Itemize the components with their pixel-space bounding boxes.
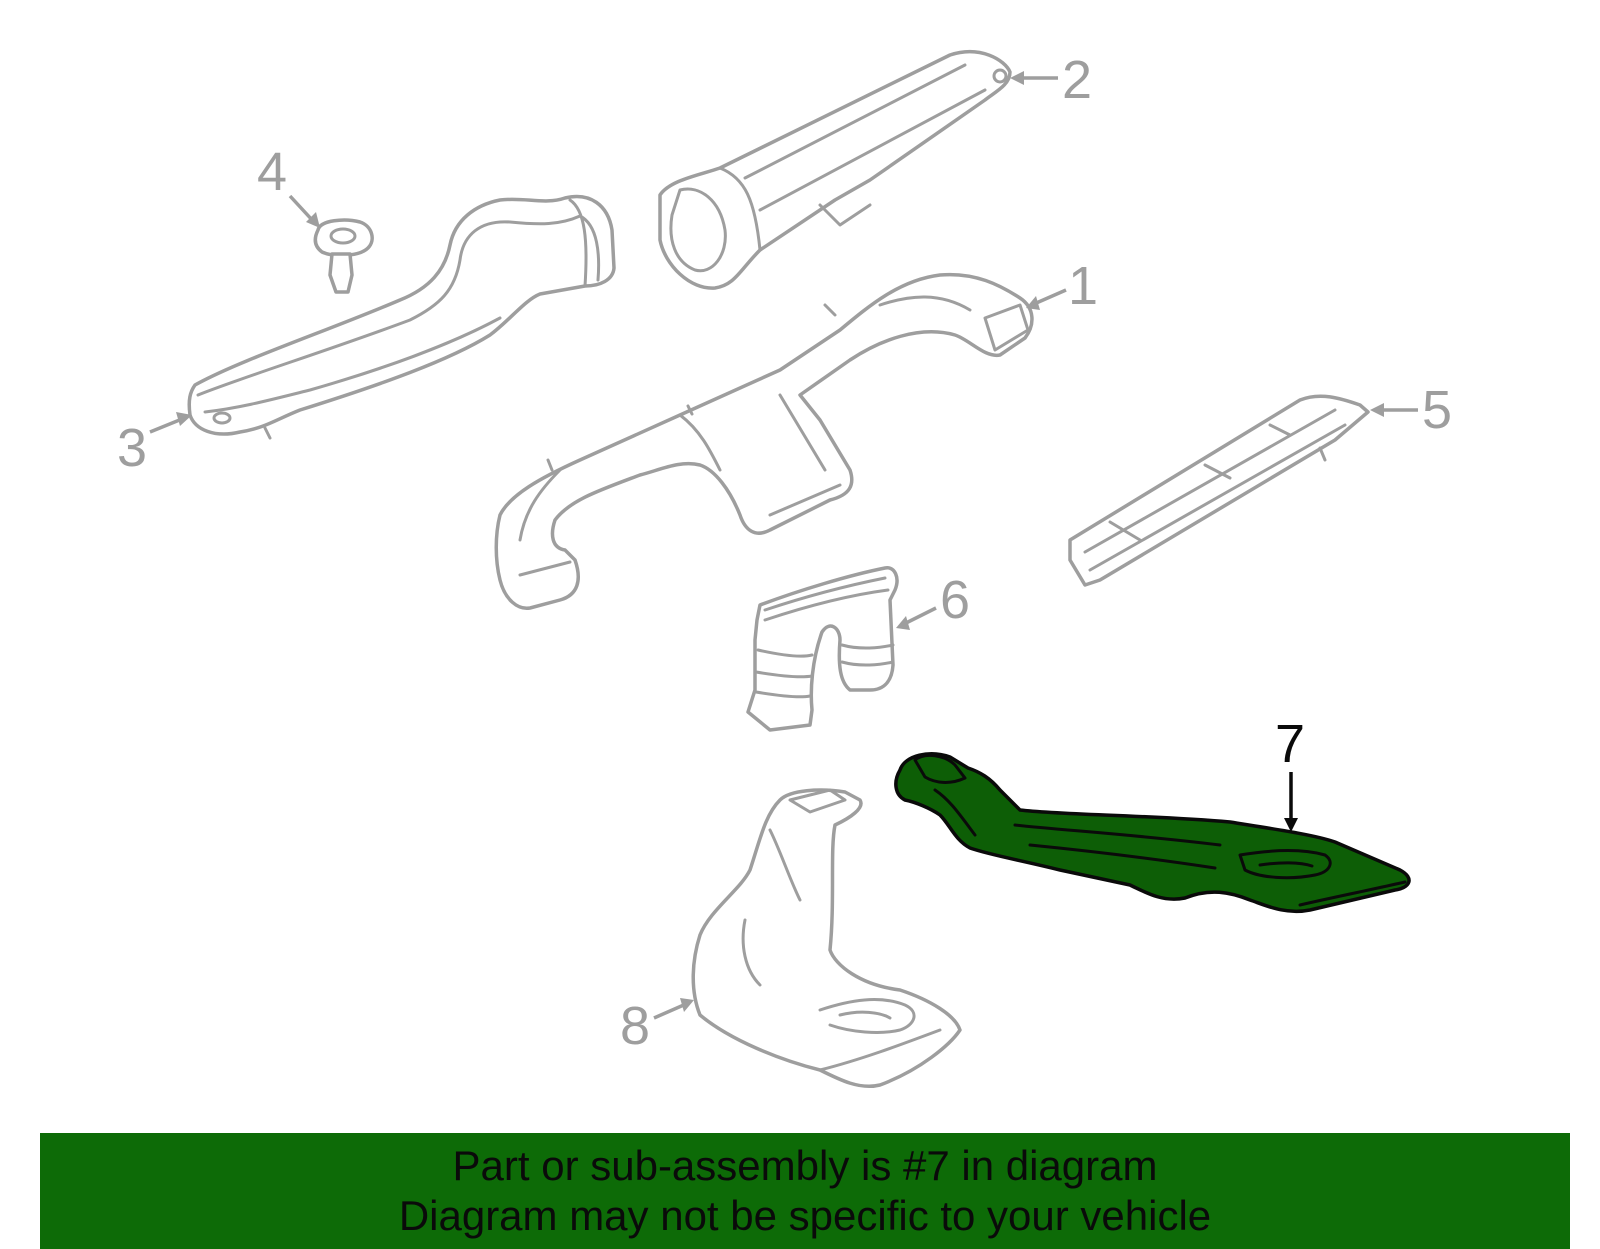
leader-4 <box>288 194 316 224</box>
leader-8 <box>653 1002 687 1020</box>
callout-5[interactable]: 5 <box>1422 380 1452 440</box>
leader-4-arrow <box>306 212 320 228</box>
part-1-duct[interactable] <box>494 272 1034 610</box>
callout-6[interactable]: 6 <box>940 570 970 630</box>
callout-8[interactable]: 8 <box>620 996 650 1056</box>
part-7-duct-highlighted[interactable] <box>894 752 1411 913</box>
leader-1 <box>1033 288 1067 306</box>
banner-line-2: Diagram may not be specific to your vehi… <box>398 1192 1212 1239</box>
part-6-duct[interactable] <box>746 566 899 732</box>
callout-3[interactable]: 3 <box>117 418 147 478</box>
leader-5-arrow <box>1370 403 1384 417</box>
leader-6 <box>903 606 937 626</box>
leader-3 <box>149 417 183 434</box>
part-5-duct[interactable] <box>1068 394 1370 587</box>
callout-7[interactable]: 7 <box>1275 714 1305 774</box>
callout-4[interactable]: 4 <box>257 142 287 202</box>
banner-line-1: Part or sub-assembly is #7 in diagram <box>452 1142 1158 1189</box>
part-4-clip[interactable] <box>313 218 374 294</box>
leader-8-arrow <box>680 998 694 1012</box>
leader-2-arrow <box>1010 71 1024 85</box>
leader-7-arrow <box>1284 818 1298 832</box>
callout-2[interactable]: 2 <box>1062 50 1092 110</box>
callout-1[interactable]: 1 <box>1068 256 1098 316</box>
info-banner: Part or sub-assembly is #7 in diagram Di… <box>40 1133 1570 1249</box>
part-8-duct[interactable] <box>691 788 962 1089</box>
leader-3-arrow <box>176 412 192 426</box>
leader-1-arrow <box>1026 296 1040 310</box>
part-3-duct[interactable] <box>187 194 616 440</box>
leader-6-arrow <box>896 616 910 630</box>
part-2-duct[interactable] <box>658 49 1012 290</box>
